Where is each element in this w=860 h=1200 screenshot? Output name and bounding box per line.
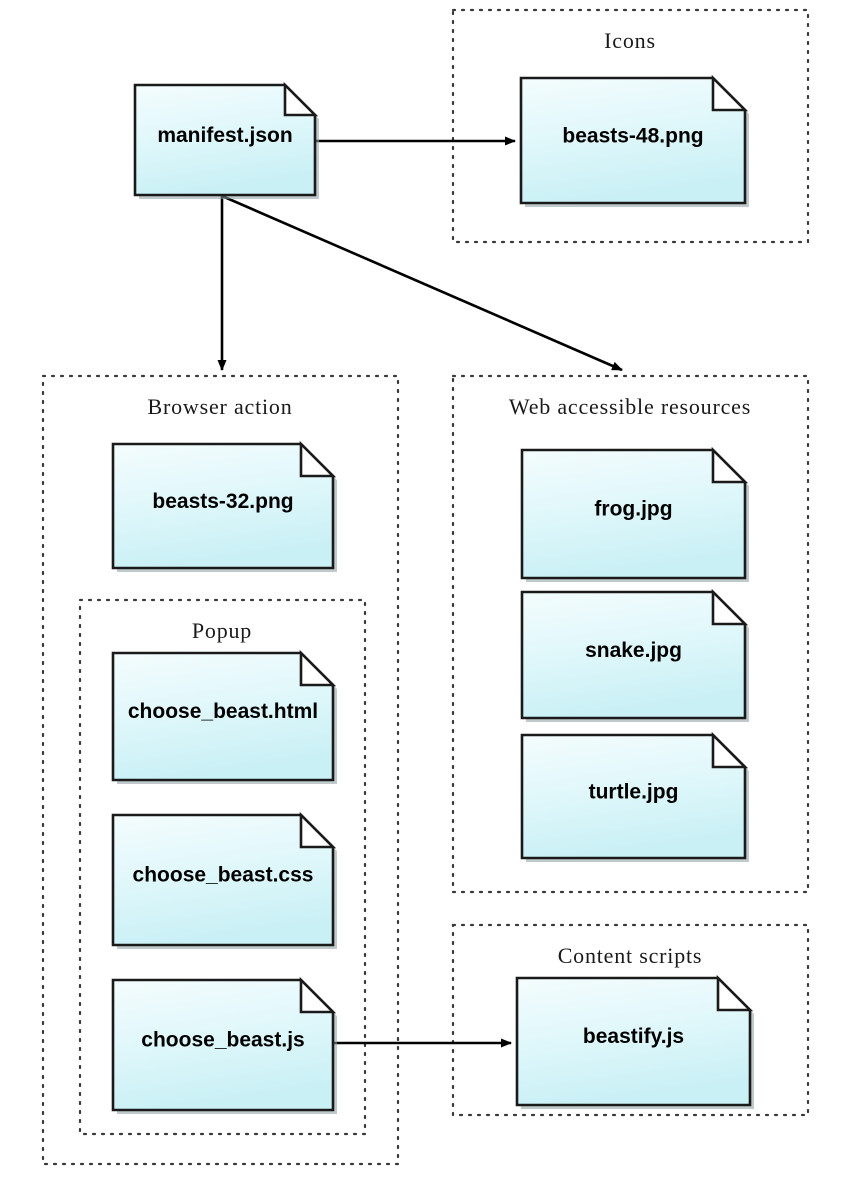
group-label-browser-action: Browser action	[148, 394, 293, 419]
group-border-icons	[451, 8, 810, 244]
file-node-beastify-js: beastify.js	[515, 974, 754, 1109]
node-fold-corner-turtle-jpg	[711, 731, 749, 769]
node-fold-corner-choose-beast-js	[299, 976, 337, 1014]
node-body-manifest-json	[133, 83, 317, 197]
file-node-snake-jpg: snake.jpg	[520, 588, 749, 722]
edge-manifest-to-web-accessible-resources	[221, 194, 623, 372]
node-body-choose-beast-css	[111, 813, 335, 947]
file-node-frog-jpg: frog.jpg	[520, 446, 749, 582]
group-popup: Popup	[78, 598, 367, 1136]
node-fold-corner-beasts-48-png	[711, 74, 749, 112]
node-body-choose-beast-html	[111, 651, 335, 782]
node-body-turtle-jpg	[520, 733, 747, 860]
file-node-beasts-48-png: beasts-48.png	[519, 74, 749, 207]
file-nodes-layer: manifest.json beasts-48.png beasts-32.png c…	[111, 74, 754, 1114]
group-border-popup	[78, 598, 367, 1136]
node-label-snake-jpg: snake.jpg	[585, 639, 682, 662]
node-label-beasts-32-png: beasts-32.png	[152, 490, 293, 513]
file-node-choose-beast-html: choose_beast.html	[111, 649, 337, 784]
node-fold-corner-frog-jpg	[711, 446, 749, 484]
node-fold-corner-choose-beast-html	[299, 649, 337, 687]
node-label-choose-beast-js: choose_beast.js	[141, 1029, 304, 1052]
group-label-web-accessible-resources: Web accessible resources	[509, 394, 751, 419]
file-node-choose-beast-css: choose_beast.css	[111, 811, 337, 949]
group-content-scripts: Content scripts	[451, 923, 810, 1117]
group-border-web-accessible-resources	[451, 374, 810, 894]
node-fold-corner-snake-jpg	[711, 588, 749, 626]
node-fold-corner-choose-beast-css	[299, 811, 337, 849]
file-node-choose-beast-js: choose_beast.js	[111, 976, 337, 1114]
file-node-manifest-json: manifest.json	[133, 81, 319, 199]
group-label-content-scripts: Content scripts	[558, 943, 703, 968]
node-body-beastify-js	[515, 976, 752, 1107]
group-label-popup: Popup	[192, 618, 252, 643]
file-node-turtle-jpg: turtle.jpg	[520, 731, 749, 862]
group-icons: Icons	[451, 8, 810, 244]
node-label-choose-beast-css: choose_beast.css	[133, 864, 314, 887]
node-label-beastify-js: beastify.js	[583, 1025, 684, 1048]
node-label-beasts-48-png: beasts-48.png	[562, 124, 703, 147]
node-label-frog-jpg: frog.jpg	[594, 498, 672, 521]
file-node-beasts-32-png: beasts-32.png	[111, 440, 337, 572]
node-label-turtle-jpg: turtle.jpg	[589, 780, 679, 803]
edges-layer	[217, 136, 623, 1048]
group-border-content-scripts	[451, 923, 810, 1117]
group-browser-action: Browser action	[41, 374, 400, 1166]
node-body-beasts-48-png	[519, 76, 747, 205]
node-body-beasts-32-png	[111, 442, 335, 570]
node-fold-corner-beastify-js	[716, 974, 754, 1012]
group-web-accessible-resources: Web accessible resources	[451, 374, 810, 894]
node-fold-corner-beasts-32-png	[299, 440, 337, 478]
node-body-choose-beast-js	[111, 978, 335, 1112]
node-label-choose-beast-html: choose_beast.html	[128, 700, 318, 723]
node-body-frog-jpg	[520, 448, 747, 580]
node-fold-corner-manifest-json	[283, 81, 319, 117]
node-label-manifest-json: manifest.json	[157, 124, 292, 147]
node-body-snake-jpg	[520, 590, 747, 720]
group-label-icons: Icons	[604, 28, 656, 53]
group-border-browser-action	[41, 374, 400, 1166]
